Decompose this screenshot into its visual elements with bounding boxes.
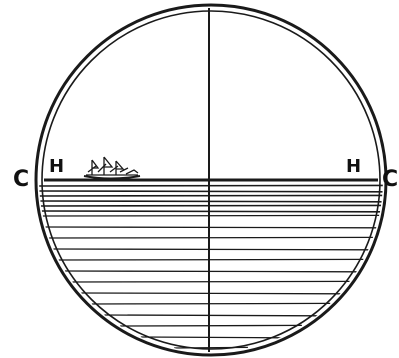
label-h-left: H (49, 158, 64, 176)
sea-hatch-line (41, 205, 381, 206)
sea-hatch-line (104, 315, 317, 316)
sea-hatch-line (59, 259, 364, 260)
ship-icon (84, 157, 140, 179)
sea-hatch-line (49, 237, 373, 238)
sea-hatch-line (43, 215, 379, 216)
sea-hatch-line (39, 191, 382, 192)
sea-hatch-line (81, 293, 340, 294)
sea-hatch-line (53, 249, 368, 250)
sea-hatch-line (39, 185, 383, 186)
sea-hatch-line (42, 211, 380, 212)
label-c-left: C (13, 169, 29, 191)
sea-hatch-line (92, 303, 330, 304)
sea-hatching (39, 185, 383, 348)
sea-hatch-line (120, 325, 302, 326)
sea-hatch-line (65, 271, 357, 272)
sea-hatch-line (73, 281, 350, 282)
sea-hatch-line (46, 227, 377, 228)
sea-hatch-line (141, 337, 281, 338)
sea-hatch-line (40, 195, 383, 196)
label-c-right: C (382, 169, 398, 191)
sea-hatch-line (174, 347, 248, 348)
sea-hatch-line (40, 201, 381, 202)
label-h-right: H (346, 158, 361, 176)
